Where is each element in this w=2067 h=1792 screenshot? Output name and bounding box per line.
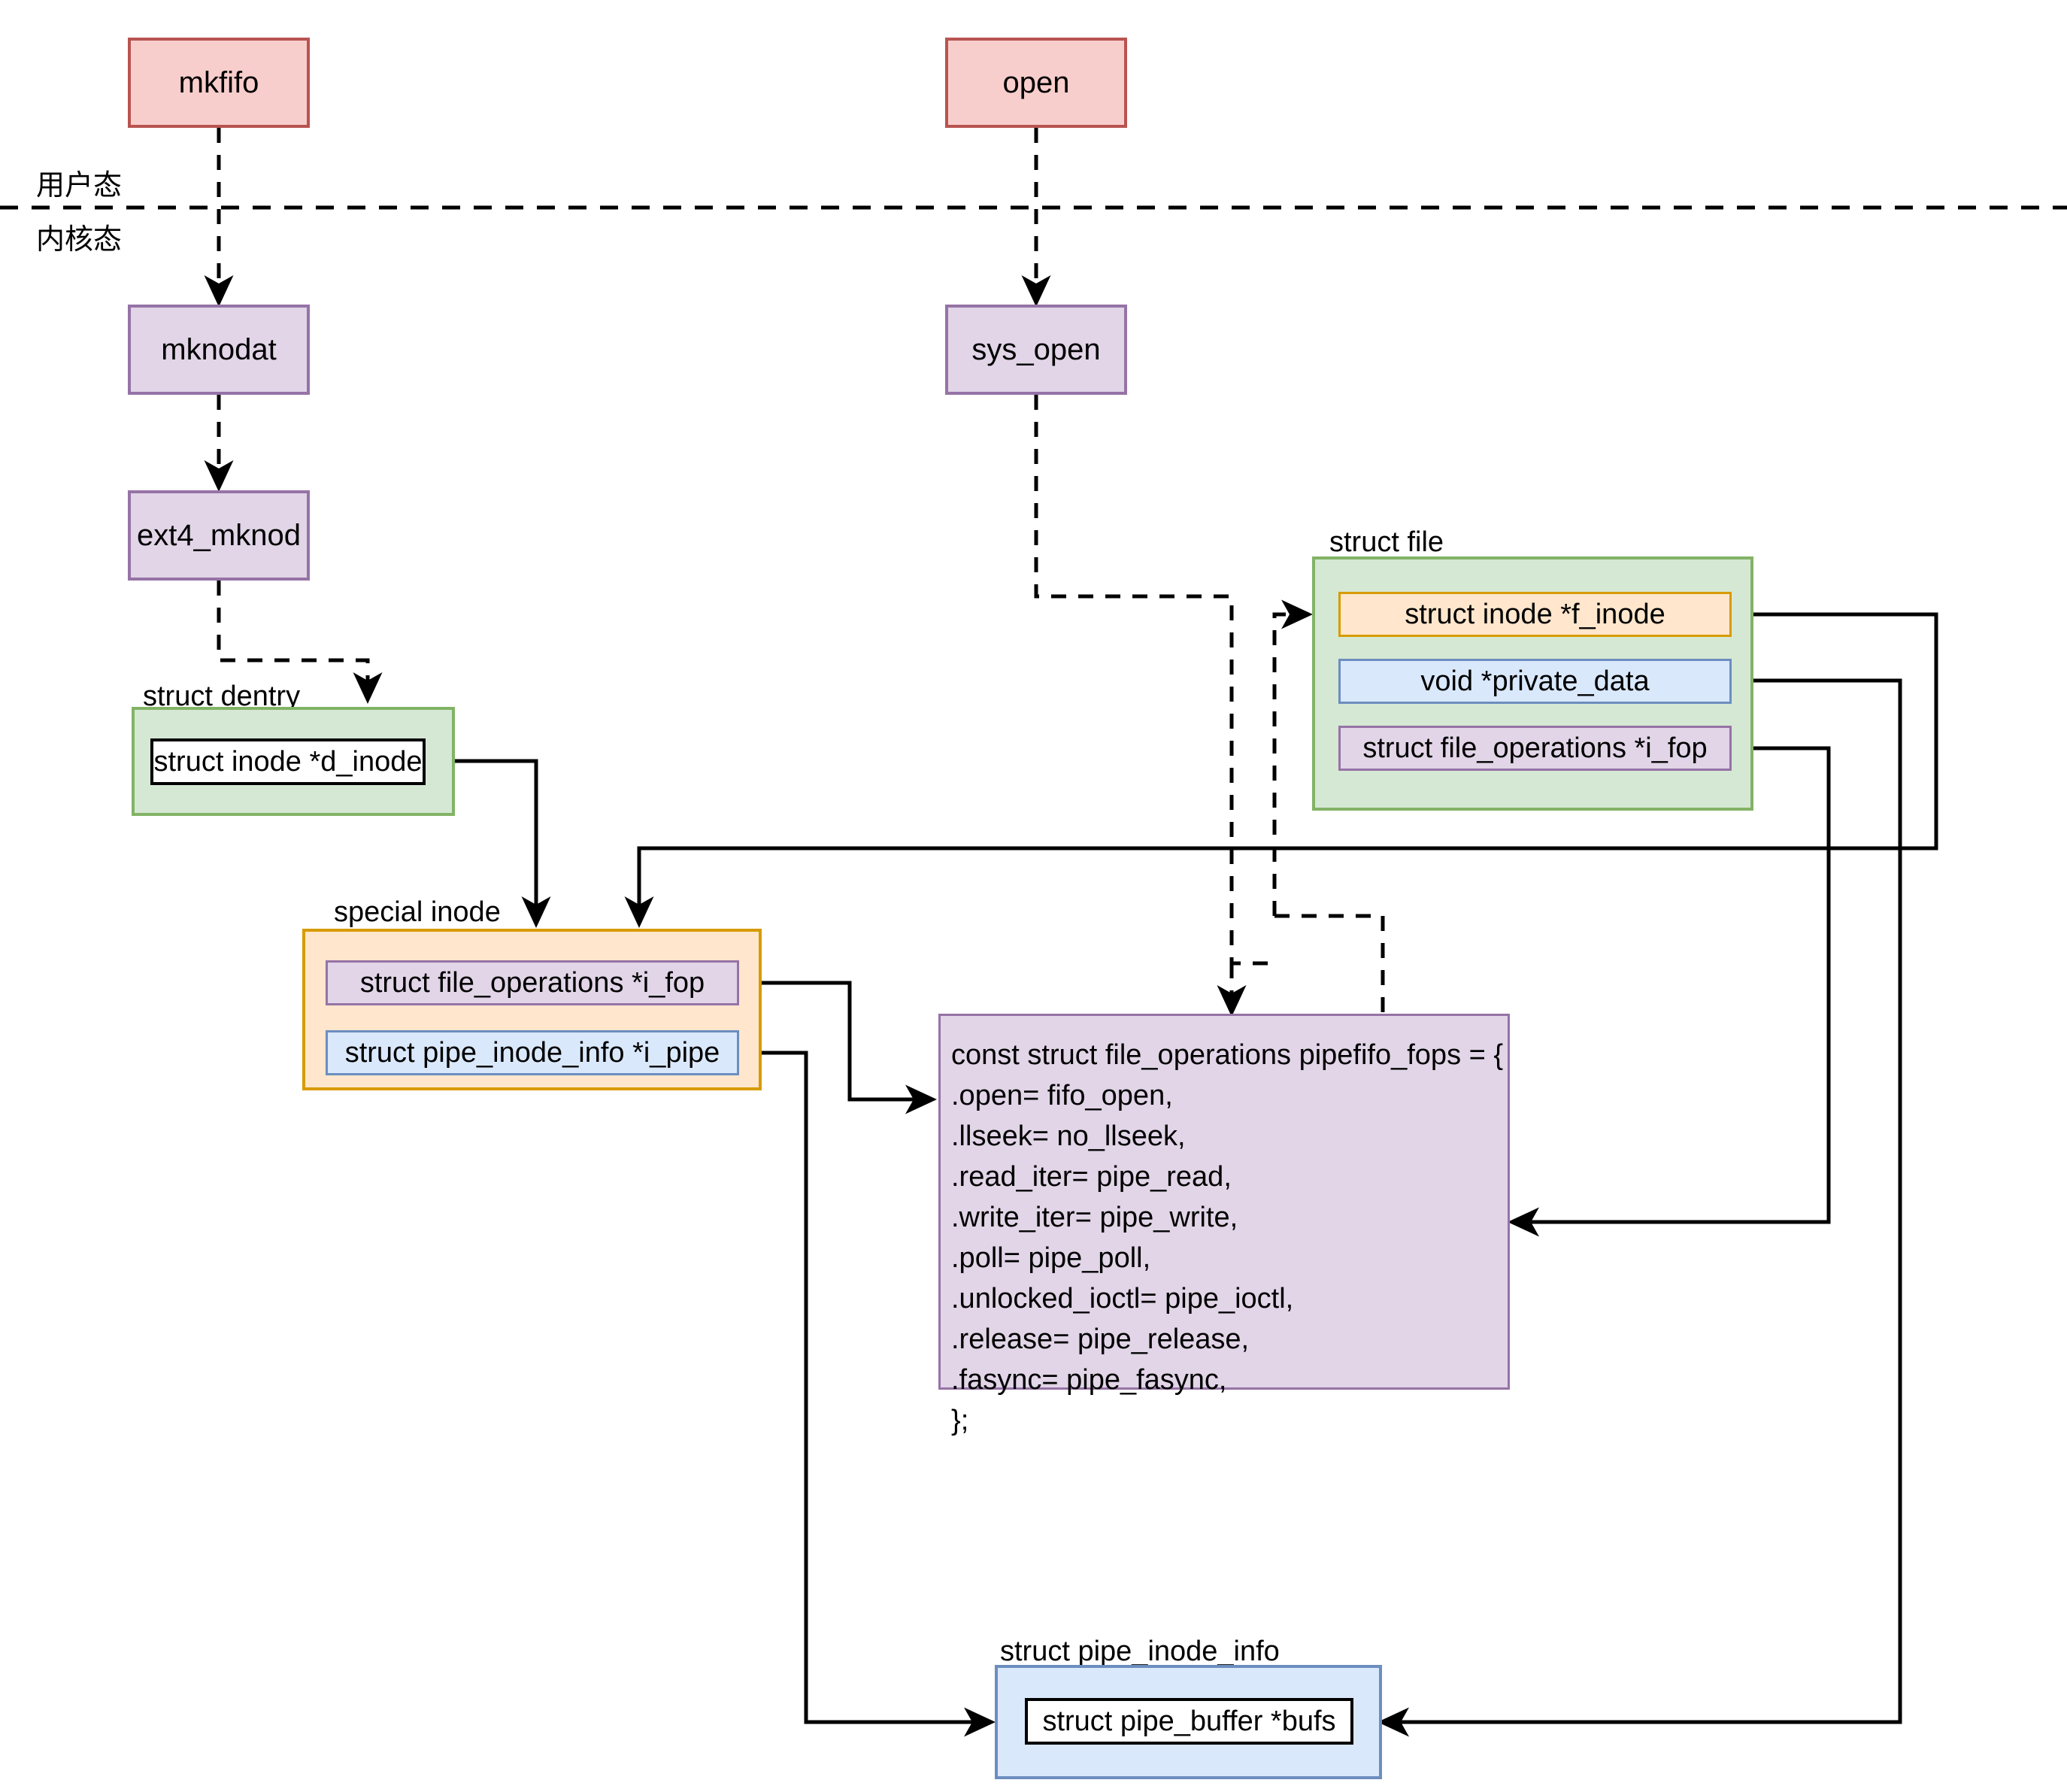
- node-sys-open[interactable]: sys_open: [945, 305, 1127, 395]
- node-mknodat[interactable]: mknodat: [128, 305, 310, 395]
- struct-file-label: struct file: [1329, 526, 1444, 558]
- field-bufs[interactable]: struct pipe_buffer *bufs: [1025, 1698, 1353, 1745]
- field-file-i-fop[interactable]: struct file_operations *i_fop: [1338, 726, 1732, 771]
- wire-sysopen-to-f-inode: [1272, 599, 1314, 916]
- struct-pipe-inode-info-label: struct pipe_inode_info: [1000, 1636, 1280, 1667]
- pipefifo-fops-code-block[interactable]: const struct file_operations pipefifo_fo…: [938, 1014, 1510, 1436]
- node-open[interactable]: open: [945, 38, 1127, 128]
- kernel-mode-label: 内核态: [36, 223, 123, 256]
- field-f-inode[interactable]: struct inode *f_inode: [1338, 592, 1732, 637]
- node-mkfifo[interactable]: mkfifo: [128, 38, 310, 128]
- wire-inode-ifop-to-fops: [739, 981, 938, 1114]
- node-ext4-mknod[interactable]: ext4_mknod: [128, 490, 310, 581]
- special-inode-label: special inode: [334, 896, 501, 928]
- wire-sysopen-to-struct-file: [1034, 395, 1273, 966]
- user-mode-label: 用户态: [36, 168, 123, 202]
- field-i-pipe[interactable]: struct pipe_inode_info *i_pipe: [326, 1030, 739, 1075]
- field-private-data[interactable]: void *private_data: [1338, 659, 1732, 704]
- field-d-inode[interactable]: struct inode *d_inode: [150, 738, 426, 785]
- wire-dashed-bridge: [1274, 914, 1385, 1012]
- wire-file-ifop-to-fops: [1507, 746, 1831, 1237]
- field-inode-i-fop[interactable]: struct file_operations *i_fop: [326, 960, 739, 1005]
